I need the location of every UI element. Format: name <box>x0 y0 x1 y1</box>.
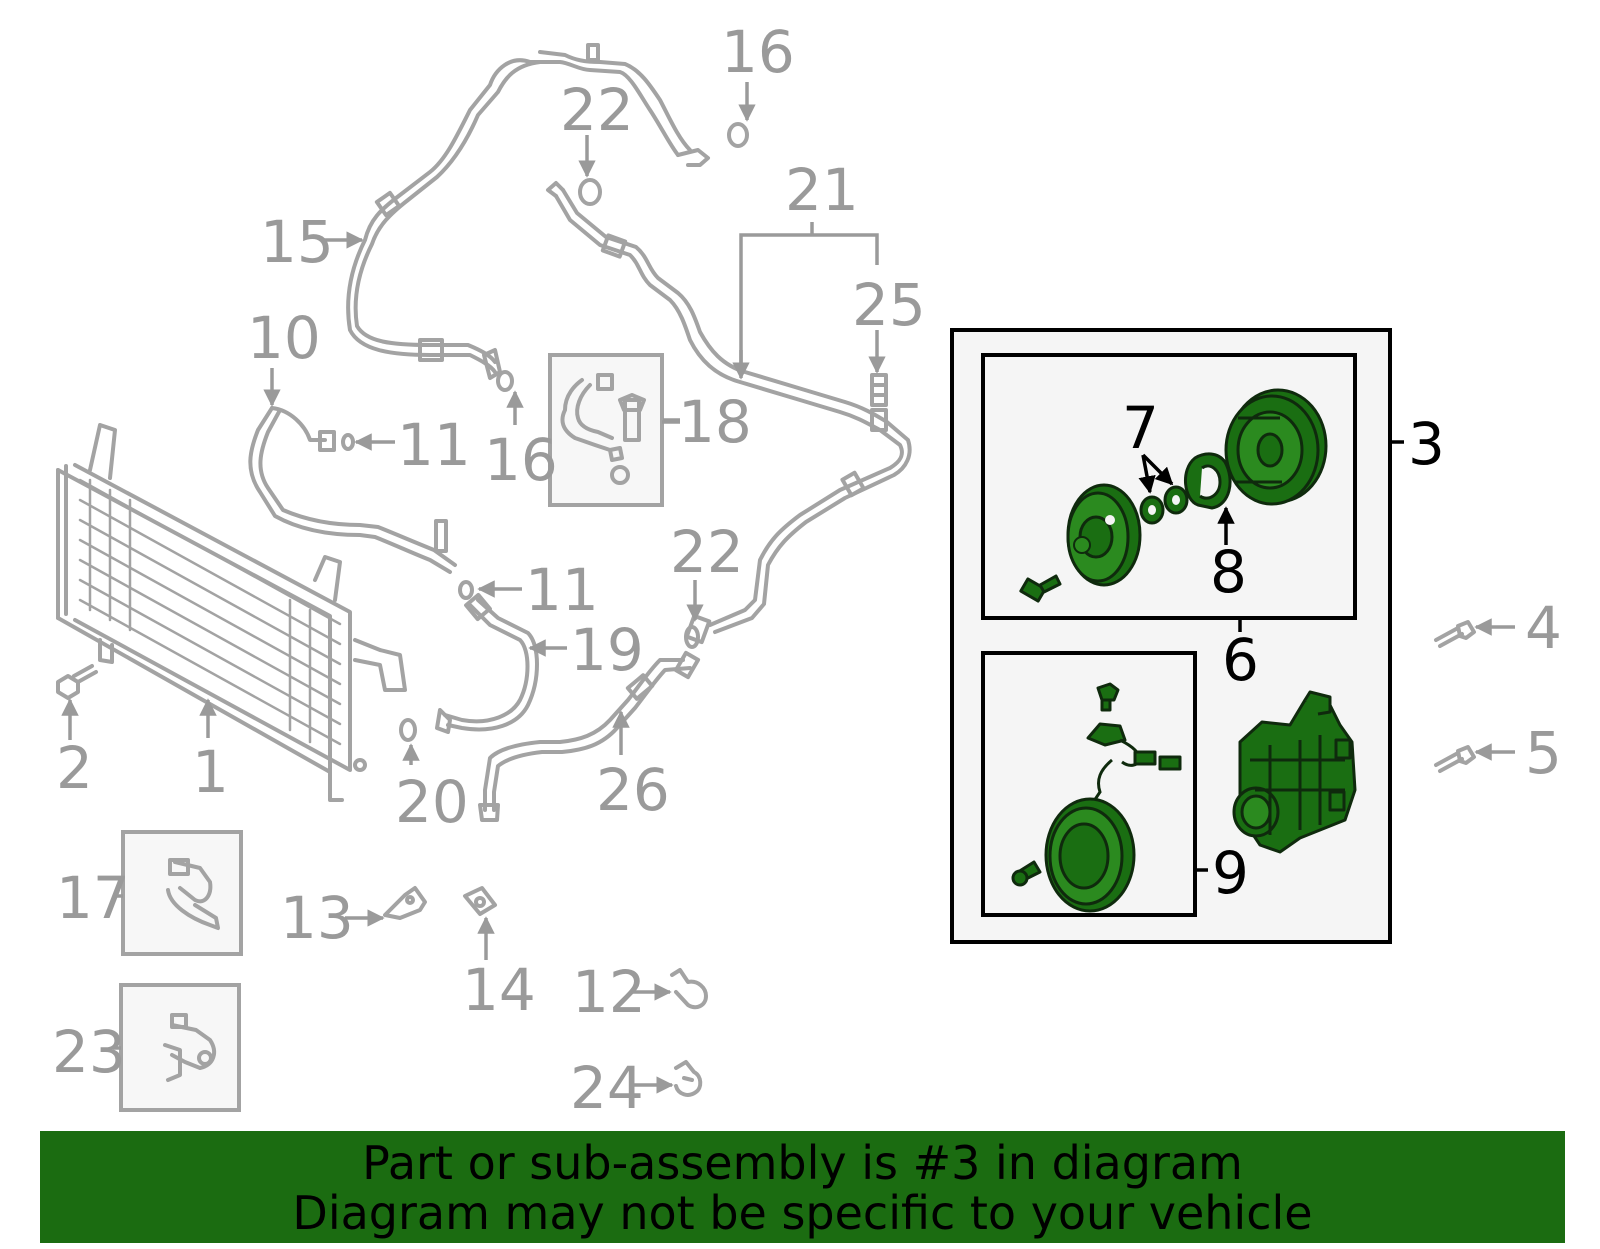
label-25: 25 <box>852 271 926 339</box>
bracket-13[interactable] <box>383 886 427 920</box>
clip-kit-23[interactable] <box>119 983 241 1112</box>
clamp-24[interactable] <box>674 1060 703 1097</box>
clutch-bolt[interactable] <box>1019 574 1062 603</box>
label-22b: 22 <box>670 518 744 586</box>
label-3: 3 <box>1408 410 1445 478</box>
clamp-12[interactable] <box>670 968 708 1010</box>
compressor[interactable] <box>1232 690 1357 854</box>
bolt-4[interactable] <box>1434 620 1476 648</box>
bolt-5[interactable] <box>1434 745 1476 773</box>
clip-kit-17[interactable] <box>121 830 243 956</box>
valve-25[interactable] <box>870 373 888 407</box>
notice-banner: Part or sub-assembly is #3 in diagram Di… <box>40 1131 1565 1243</box>
label-11a: 11 <box>397 411 471 479</box>
label-26: 26 <box>596 756 670 824</box>
hose-15[interactable] <box>346 43 710 380</box>
label-16b: 16 <box>484 426 558 494</box>
clutch-coil-kit[interactable] <box>1011 682 1182 913</box>
snap-ring-8[interactable] <box>1183 452 1232 510</box>
label-12: 12 <box>572 958 646 1026</box>
label-14: 14 <box>462 956 536 1024</box>
label-24: 24 <box>570 1054 644 1122</box>
label-17: 17 <box>56 864 130 932</box>
label-22a: 22 <box>560 76 634 144</box>
label-13: 13 <box>280 884 354 952</box>
label-8: 8 <box>1210 538 1247 606</box>
label-2: 2 <box>56 734 93 802</box>
clutch-plate[interactable] <box>1066 483 1142 587</box>
label-18: 18 <box>678 388 752 456</box>
label-9: 9 <box>1212 839 1249 907</box>
clip-14[interactable] <box>463 886 497 916</box>
bolt-2[interactable] <box>56 664 98 700</box>
label-20: 20 <box>395 768 469 836</box>
label-19: 19 <box>570 616 644 684</box>
condenser[interactable] <box>56 423 407 802</box>
label-5: 5 <box>1525 719 1562 787</box>
label-16a: 16 <box>721 18 795 86</box>
label-1: 1 <box>192 738 229 806</box>
hose-19[interactable] <box>435 580 539 734</box>
bracket-kit-18[interactable] <box>548 353 664 507</box>
o-ring-22-top[interactable] <box>578 178 602 206</box>
label-7: 7 <box>1122 394 1159 462</box>
label-10: 10 <box>247 304 321 372</box>
hose-26[interactable] <box>478 625 701 822</box>
banner-line-2: Diagram may not be specific to your vehi… <box>292 1186 1313 1240</box>
hose-10[interactable] <box>248 406 457 574</box>
compressor-assembly-box[interactable] <box>950 328 1392 944</box>
o-ring-16[interactable] <box>496 370 514 392</box>
label-23: 23 <box>52 1018 126 1086</box>
shims-7[interactable] <box>1139 485 1189 525</box>
o-ring-16-top[interactable] <box>727 122 749 148</box>
o-ring-20[interactable] <box>399 718 417 742</box>
label-21: 21 <box>785 156 859 224</box>
label-15: 15 <box>260 208 334 276</box>
pulley[interactable] <box>1224 388 1328 506</box>
label-6: 6 <box>1222 626 1259 694</box>
label-4: 4 <box>1525 594 1562 662</box>
banner-line-1: Part or sub-assembly is #3 in diagram <box>362 1136 1243 1190</box>
label-11b: 11 <box>525 556 599 624</box>
